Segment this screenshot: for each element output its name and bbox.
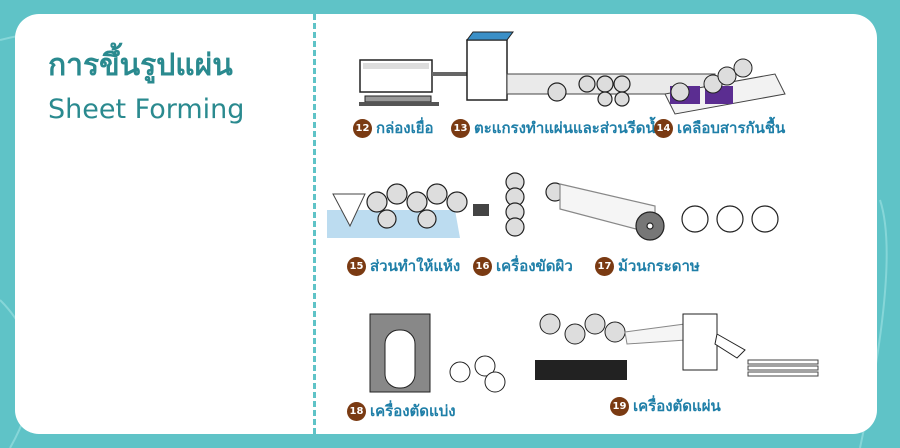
step-12: 12 กล่องเยื่อ bbox=[353, 116, 434, 140]
step-18: 18 เครื่องตัดแบ่ง bbox=[347, 399, 456, 423]
badge-19: 19 bbox=[610, 396, 629, 416]
dryer-section bbox=[327, 183, 489, 238]
step-13: 13 ตะแกรงทำแผ่นและส่วนรีดน้ำ bbox=[451, 116, 664, 140]
step-18-label: เครื่องตัดแบ่ง bbox=[370, 402, 456, 420]
badge-18: 18 bbox=[347, 401, 366, 421]
badge-15: 15 bbox=[347, 256, 366, 276]
badge-12: 12 bbox=[353, 118, 372, 138]
step-15: 15 ส่วนทำให้แห้ง bbox=[347, 254, 460, 278]
step-13-label: ตะแกรงทำแผ่นและส่วนรีดน้ำ bbox=[474, 119, 665, 137]
process-diagram bbox=[327, 31, 819, 393]
badge-17: 17 bbox=[595, 256, 614, 276]
step-19: 19 เครื่องตัดแผ่น bbox=[610, 394, 721, 418]
slitter-machine bbox=[369, 313, 506, 393]
step-12-label: กล่องเยื่อ bbox=[376, 119, 434, 137]
step-14: 14 เคลือบสารกันชื้น bbox=[654, 116, 785, 140]
content-card: การขึ้นรูปแผ่น Sheet Forming bbox=[15, 14, 877, 434]
dashed-divider bbox=[313, 14, 316, 434]
sheeter-machine bbox=[535, 313, 819, 380]
step-15-label: ส่วนทำให้แห้ง bbox=[370, 257, 461, 275]
badge-14: 14 bbox=[654, 118, 673, 138]
badge-13: 13 bbox=[451, 118, 470, 138]
step-19-label: เครื่องตัดแผ่น bbox=[633, 397, 721, 415]
badge-16: 16 bbox=[473, 256, 492, 276]
pulp-box-machine bbox=[359, 59, 467, 106]
title-thai: การขึ้นรูปแผ่น bbox=[48, 48, 233, 83]
step-16: 16 เครื่องขัดผิว bbox=[473, 254, 573, 278]
step-17-label: ม้วนกระดาษ bbox=[618, 257, 700, 275]
title-english: Sheet Forming bbox=[48, 94, 245, 125]
paper-reel bbox=[559, 183, 779, 241]
coating-machine bbox=[664, 58, 786, 115]
step-17: 17 ม้วนกระดาษ bbox=[595, 254, 700, 278]
step-14-label: เคลือบสารกันชื้น bbox=[677, 119, 786, 137]
step-16-label: เครื่องขัดผิว bbox=[496, 257, 573, 275]
calender-machine bbox=[505, 172, 565, 237]
